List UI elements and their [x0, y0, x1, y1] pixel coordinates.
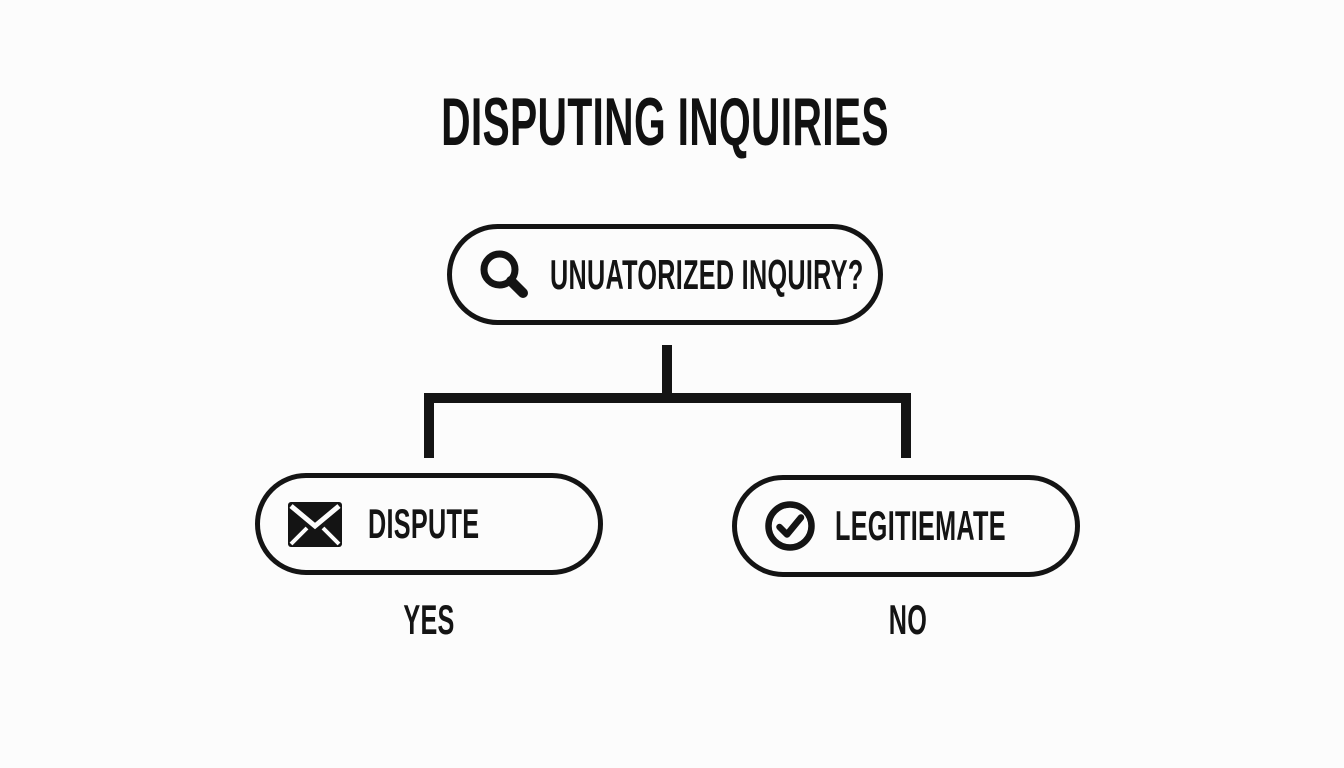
- root-node-unauthorized-inquiry: UNUATORIZED INQUIRY?: [447, 224, 883, 325]
- connector-stem: [662, 345, 672, 398]
- legitimate-node-label: LEGITIEMATE: [835, 502, 1006, 549]
- connector-left-drop: [424, 393, 434, 458]
- connector-crossbar: [424, 393, 911, 403]
- envelope-icon: [288, 501, 342, 547]
- legitimate-node: LEGITIEMATE: [732, 475, 1080, 577]
- check-circle-icon: [765, 501, 815, 551]
- dispute-node: DISPUTE: [255, 473, 603, 575]
- root-node-label: UNUATORIZED INQUIRY?: [550, 250, 864, 298]
- no-label: NO: [888, 596, 928, 643]
- magnifier-icon: [480, 250, 528, 298]
- dispute-node-label: DISPUTE: [368, 500, 480, 547]
- page-title-text: DISPUTING INQUIRIES: [441, 84, 889, 160]
- page-title: DISPUTING INQUIRIES: [292, 88, 1038, 156]
- connector-right-drop: [901, 393, 911, 458]
- yes-label: YES: [403, 596, 455, 643]
